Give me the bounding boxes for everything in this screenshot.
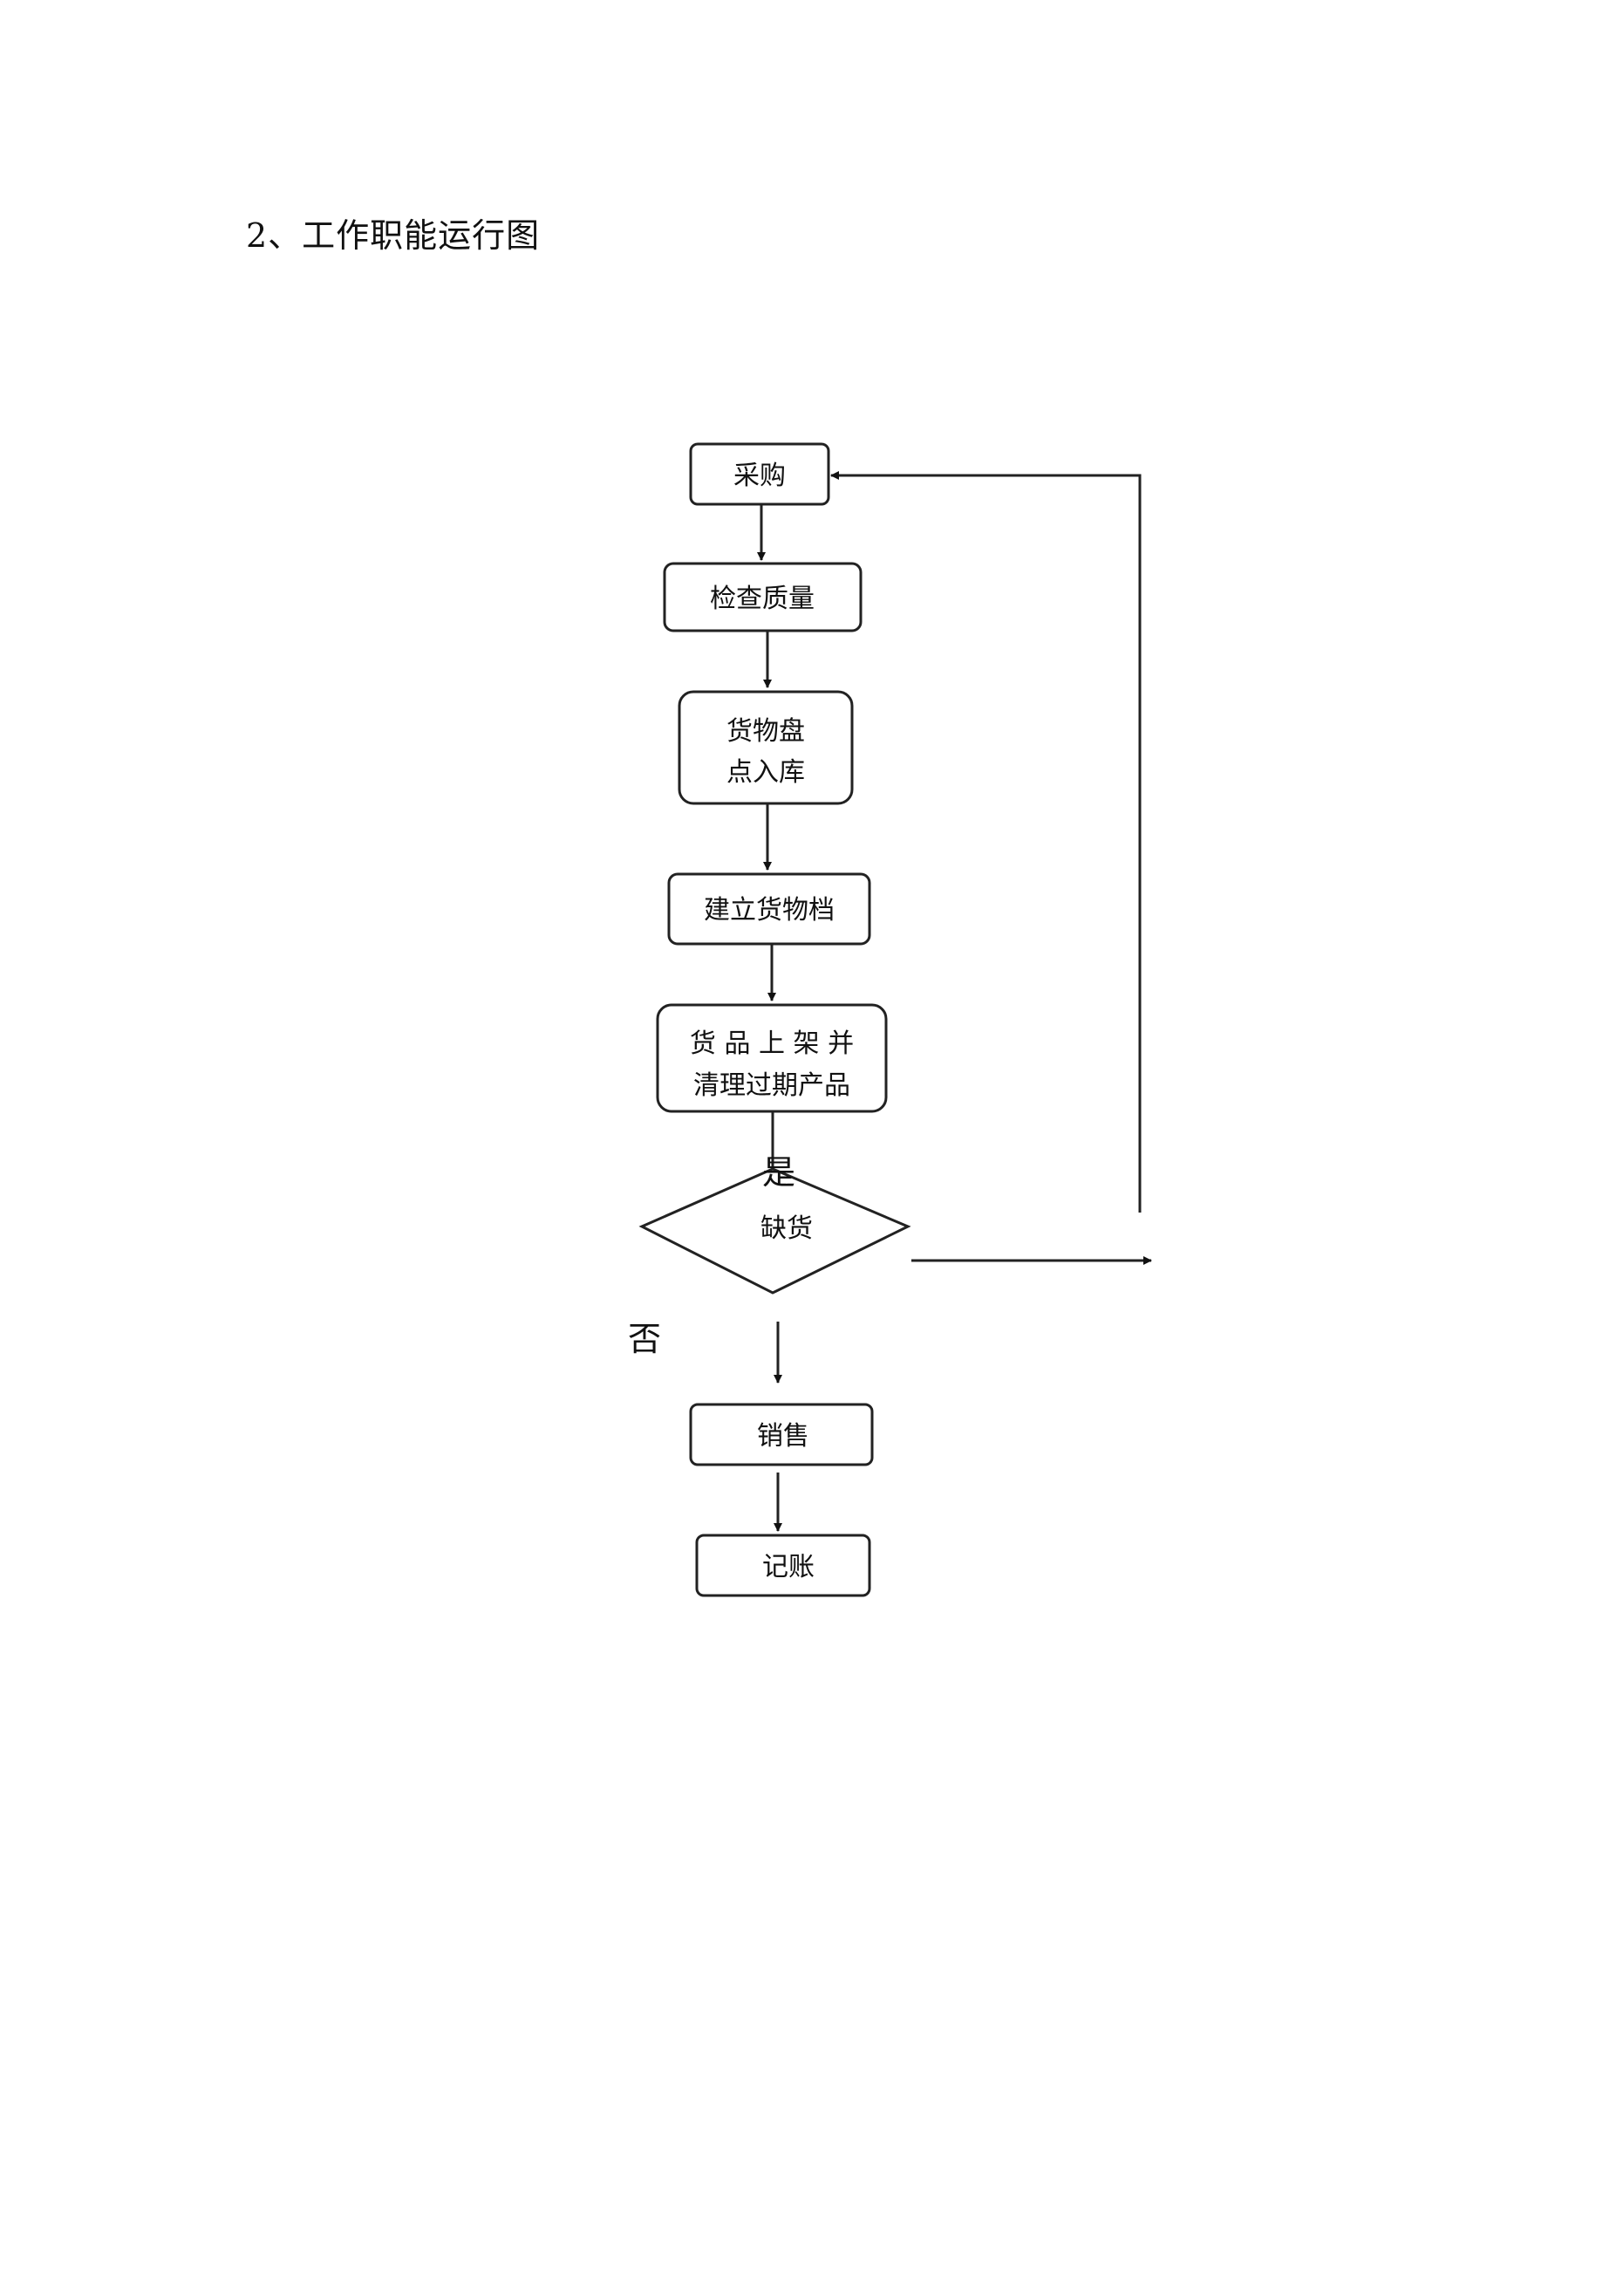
node-shelving-label-line2: 清理过期产品	[693, 1070, 850, 1101]
node-sales-label: 销售	[757, 1421, 809, 1452]
node-shelving-label-line1: 货 品 上 架 并	[690, 1028, 854, 1059]
decision-shortage: 缺货	[638, 1167, 911, 1295]
node-shelving: 货 品 上 架 并 清理过期产品	[656, 1003, 888, 1113]
flow-connectors	[757, 471, 1152, 1532]
node-quality-check: 检查质量	[663, 562, 863, 632]
arrow-loop-back-to-purchase	[830, 471, 1142, 1213]
node-sales: 销售	[689, 1403, 874, 1466]
node-bookkeeping: 记账	[695, 1534, 871, 1597]
node-archive: 建立货物档	[667, 872, 871, 946]
node-quality-check-label: 检查质量	[710, 584, 815, 614]
section-heading: 2、工作职能运行图	[246, 216, 541, 255]
branch-label-no: 否	[628, 1320, 661, 1358]
decision-shortage-label: 缺货	[760, 1213, 813, 1244]
node-purchase-label: 采购	[733, 461, 786, 491]
node-archive-label: 建立货物档	[704, 895, 835, 926]
decision-diamond	[638, 1167, 911, 1295]
node-inventory-label-line2: 点入库	[726, 757, 805, 788]
branch-label-yes: 是	[762, 1153, 795, 1192]
node-purchase: 采购	[689, 442, 830, 506]
node-inventory-label-line1: 货物盘	[726, 716, 805, 747]
node-inventory: 货物盘 点入库	[678, 690, 854, 805]
node-bookkeeping-label: 记账	[762, 1552, 815, 1582]
